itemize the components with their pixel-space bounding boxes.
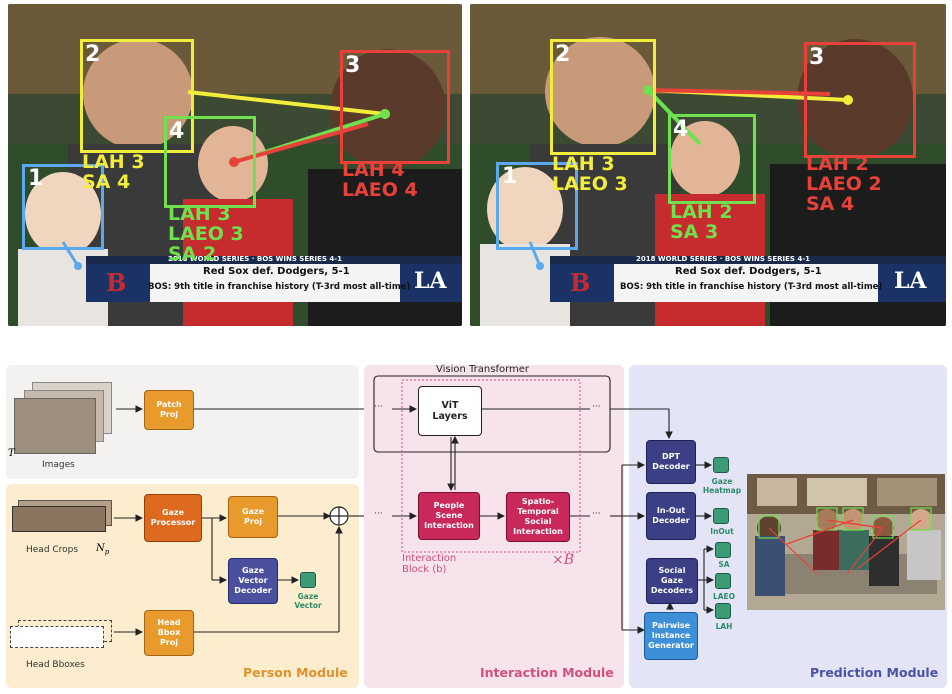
left-label-person-2: LAH 3 SA 4 <box>82 151 145 193</box>
prediction-scene <box>747 474 945 610</box>
head-crops-n-sub: p <box>104 548 110 556</box>
right-dodgers-logo: LA <box>894 268 927 294</box>
in-out-decoder-node: In-Out Decoder <box>646 492 696 540</box>
left-annotated-photo: 2018 WORLD SERIES · BOS WINS SERIES 4-1 … <box>8 4 462 326</box>
right-box-1-number: 1 <box>502 164 518 189</box>
left-box-4 <box>164 116 256 208</box>
prediction-overlay <box>758 507 932 575</box>
right-box-3-number: 3 <box>809 45 825 70</box>
lah-output <box>715 603 731 619</box>
pairwise-instance-generator-node: Pairwise Instance Generator <box>644 612 698 660</box>
right-box-3 <box>804 42 916 158</box>
right-banner-top: 2018 WORLD SERIES · BOS WINS SERIES 4-1 <box>636 255 811 263</box>
inout-output <box>713 508 729 524</box>
prediction-module-title: Prediction Module <box>810 665 939 680</box>
dots-interaction-in: ··· <box>374 509 383 519</box>
left-gaze-lines <box>61 90 390 270</box>
right-box-1 <box>496 162 578 250</box>
social-gaze-decoders-node: Social Gaze Decoders <box>646 558 698 604</box>
right-red-sox-logo: B <box>570 268 591 297</box>
left-box-4-number: 4 <box>169 119 185 144</box>
gaze-heatmap-output <box>713 457 729 473</box>
right-photo-scene <box>470 4 946 326</box>
left-red-sox-logo: B <box>106 268 127 297</box>
right-box-4-number: 4 <box>673 117 689 142</box>
gaze-vector-output <box>300 572 316 588</box>
gaze-proj-node: Gaze Proj <box>228 496 278 538</box>
left-banner-line2: BOS: 9th title in franchise history (T-3… <box>148 282 411 292</box>
lah-label: LAH <box>715 622 733 631</box>
left-box-1-number: 1 <box>28 166 44 191</box>
left-banner-top: 2018 WORLD SERIES · BOS WINS SERIES 4-1 <box>168 255 343 263</box>
right-box-2 <box>550 39 656 155</box>
head-crops-n-letter: N <box>96 543 105 554</box>
prediction-output-image <box>747 474 945 610</box>
left-banner-line1: Red Sox def. Dodgers, 5-1 <box>203 266 350 277</box>
gaze-processor-node: Gaze Processor <box>144 494 202 542</box>
right-box-4 <box>668 114 756 204</box>
left-box-2-number: 2 <box>85 42 101 67</box>
right-label-person-4: LAH 2 SA 3 <box>670 201 733 243</box>
sa-output <box>715 542 731 558</box>
right-label-person-2: LAH 3 LAEO 3 <box>552 153 628 195</box>
left-label-person-4: LAH 3 LAEO 3 SA 2 <box>168 203 244 265</box>
dots-interaction-out: ··· <box>592 509 601 519</box>
right-annotated-photo: 2018 WORLD SERIES · BOS WINS SERIES 4-1 … <box>470 4 946 326</box>
times-b-label: ×B <box>552 552 575 568</box>
laeo-output <box>715 573 731 589</box>
person-module-title: Person Module <box>243 665 348 680</box>
left-label-person-3: LAH 4 LAEO 4 <box>342 159 418 201</box>
gaze-vector-decoder-node: Gaze Vector Decoder <box>228 558 278 604</box>
people-scene-interaction-node: People Scene Interaction <box>418 492 480 540</box>
interaction-block-label: Interaction Block (b) <box>402 553 457 575</box>
images-label: Images <box>42 460 75 470</box>
vision-transformer-label: Vision Transformer <box>436 364 530 375</box>
head-crops-label: Head Crops <box>26 545 79 555</box>
gaze-vector-label: Gaze Vector <box>294 592 322 610</box>
dpt-decoder-node: DPT Decoder <box>646 440 696 484</box>
laeo-label: LAEO <box>712 592 736 601</box>
patch-proj-node: Patch Proj <box>144 390 194 430</box>
head-crops-n: Np <box>96 543 109 556</box>
left-box-3-number: 3 <box>345 53 361 78</box>
images-thumbnail-stack <box>14 382 114 456</box>
images-t-label: T <box>8 448 15 459</box>
left-box-1 <box>22 164 104 250</box>
sa-label: SA <box>718 560 730 569</box>
right-box-2-number: 2 <box>555 42 571 67</box>
spatio-temporal-social-interaction-node: Spatio- Temporal Social Interaction <box>506 492 570 542</box>
right-label-person-3: LAH 2 LAEO 2 SA 4 <box>806 153 882 215</box>
head-bboxes-stack <box>10 620 114 650</box>
gaze-heatmap-label: Gaze Heatmap <box>702 477 742 495</box>
inout-label: InOut <box>710 527 734 536</box>
left-dodgers-logo: LA <box>414 268 447 294</box>
head-crops-stack <box>12 500 114 536</box>
interaction-module-region <box>364 365 624 688</box>
head-bbox-proj-node: Head Bbox Proj <box>144 610 194 656</box>
interaction-module-title: Interaction Module <box>480 665 614 680</box>
vit-layers-node: ViT Layers <box>418 386 482 436</box>
dots-vit-out: ··· <box>592 402 601 412</box>
left-box-3 <box>340 50 450 164</box>
right-gaze-lines <box>528 85 853 270</box>
right-banner-line1: Red Sox def. Dodgers, 5-1 <box>675 266 822 277</box>
left-box-2 <box>80 39 194 153</box>
head-bboxes-label: Head Bboxes <box>26 660 85 670</box>
dots-vit-in: ··· <box>374 402 383 412</box>
right-banner-line2: BOS: 9th title in franchise history (T-3… <box>620 282 883 292</box>
